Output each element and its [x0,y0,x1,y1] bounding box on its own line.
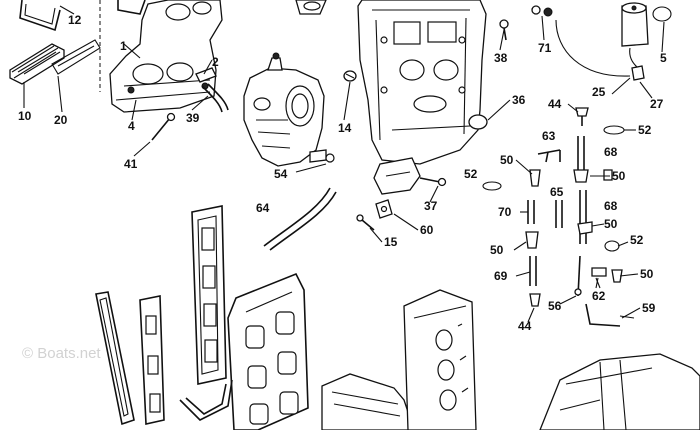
callout-41: 41 [124,157,138,171]
leader-lines [23,5,665,323]
exhaust-manifold [321,289,477,430]
callout-50-mid-right: 50 [604,217,618,231]
carburetor [243,0,335,167]
callout-54: 54 [274,167,288,181]
callout-44-top: 44 [548,97,562,111]
callout-52-top: 52 [638,123,652,137]
callout-39: 39 [186,111,200,125]
gasket-strip-left [95,291,135,426]
callout-14: 14 [338,121,352,135]
callout-64: 64 [256,201,270,215]
long-gasket [191,205,227,385]
intake-manifold [109,0,223,113]
bolt-41 [151,112,176,141]
callout-50-right: 50 [612,169,626,183]
fitting-60 [375,199,393,219]
gasket-strip-center [139,295,165,425]
fuel-hose-64 [263,187,337,251]
callout-69: 69 [494,269,508,283]
callout-68-mid: 68 [604,199,618,213]
callout-50-lower-right: 50 [640,267,654,281]
washer-71 [531,5,553,17]
bolt-37 [419,177,447,187]
primer-solenoid [555,2,672,81]
plug-36 [468,114,488,130]
callout-5: 5 [660,51,667,65]
callout-50-mid-left: 50 [490,243,504,257]
callout-15: 15 [384,235,398,249]
reed-block [9,43,65,85]
callout-52-mid: 52 [464,167,478,181]
callout-52-lower: 52 [630,233,644,247]
clamp-14 [343,70,357,82]
callout-2: 2 [212,55,219,69]
callout-62: 62 [592,289,606,303]
callout-56: 56 [548,299,562,313]
callout-10: 10 [18,109,32,123]
fittings-group [482,107,635,327]
callout-37: 37 [424,199,438,213]
callout-68-top: 68 [604,145,618,159]
callout-70: 70 [498,205,512,219]
gasket-top-left [19,0,61,32]
callout-65: 65 [550,185,564,199]
callout-1: 1 [120,39,127,53]
callout-4: 4 [128,119,135,133]
callout-50-left: 50 [500,153,514,167]
exhaust-housing [539,353,700,430]
callout-63: 63 [542,129,556,143]
callout-36: 36 [512,93,526,107]
callout-25: 25 [592,85,606,99]
watermark: © Boats.net [22,345,101,362]
reed-gasket [51,39,101,75]
callout-labels: 12 1 2 10 20 4 39 41 14 54 64 38 71 5 25… [18,13,667,333]
callout-60: 60 [420,223,434,237]
screw-15 [356,214,375,231]
callout-27: 27 [650,97,664,111]
plate-gasket [227,272,309,430]
crankcase-cover [357,0,487,195]
callout-20: 20 [54,113,68,127]
callout-44-bottom: 44 [518,319,532,333]
callout-38: 38 [494,51,508,65]
callout-12: 12 [68,13,82,27]
callout-59: 59 [642,301,656,315]
screw-38 [499,19,509,41]
bent-tube [179,379,233,421]
callout-71: 71 [538,41,552,55]
